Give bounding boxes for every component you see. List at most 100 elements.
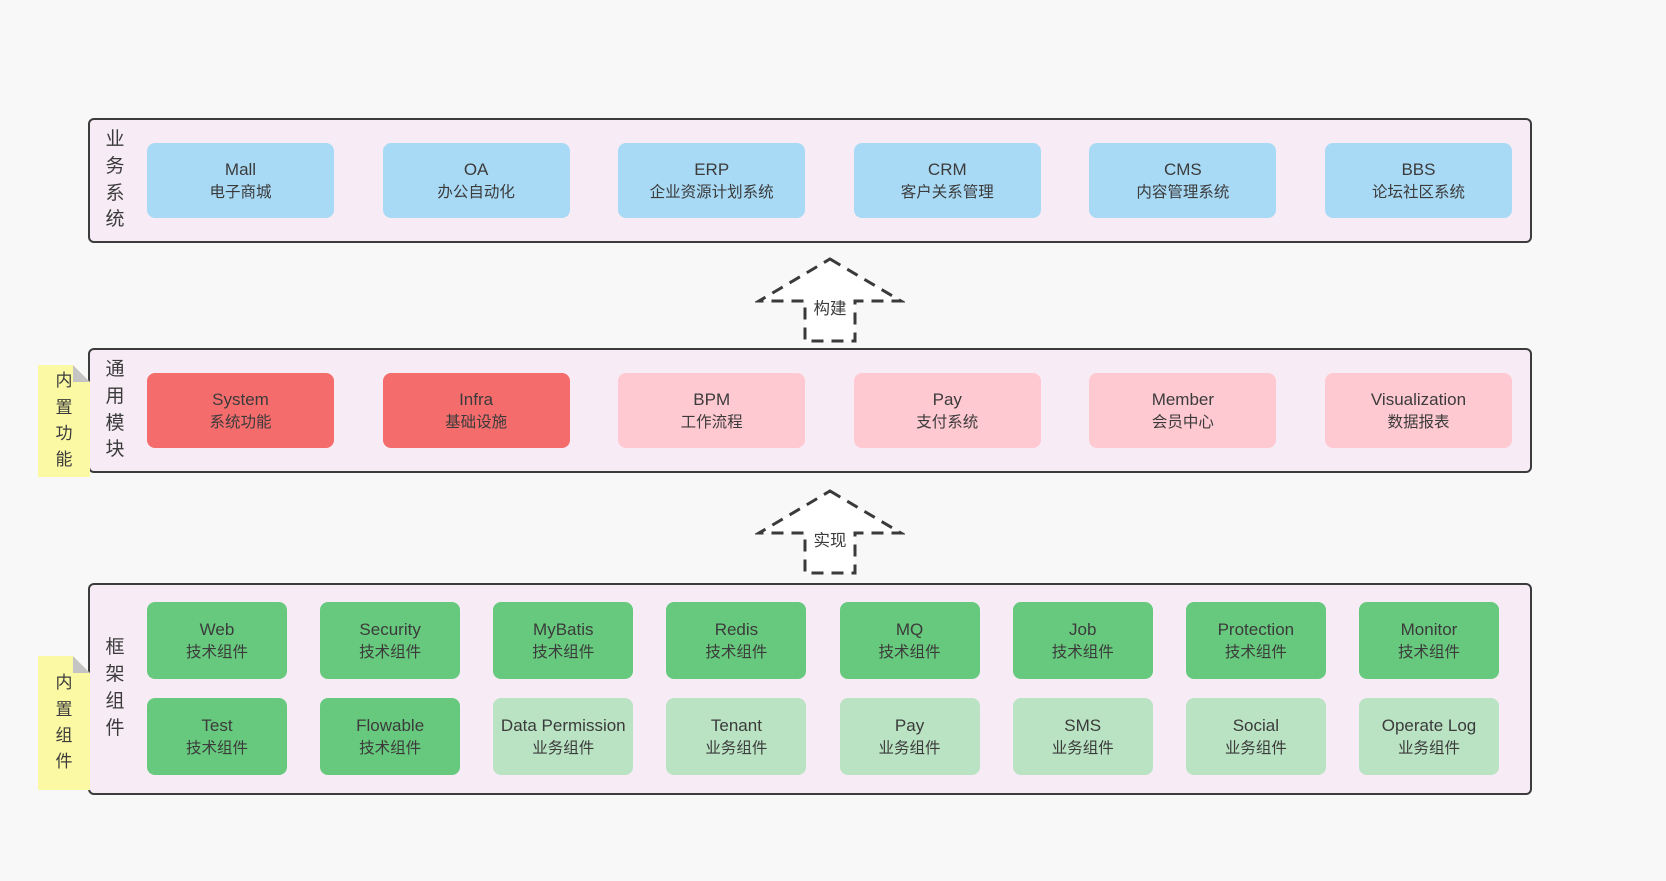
- layer-business-systems: 业务系统 Mall 电子商城 OA 办公自动化 ERP 企业资源计划系统 CRM 客户关系管理…: [88, 118, 1532, 243]
- box-subtitle: 技术组件: [185, 643, 248, 661]
- box-subtitle: 基础设施: [445, 413, 508, 431]
- box-infra: Infra 基础设施: [382, 373, 570, 448]
- box-subtitle: 技术组件: [1397, 643, 1460, 661]
- box-title: Job: [1068, 619, 1097, 639]
- box-subtitle: 技术组件: [705, 643, 768, 661]
- box-title: Mall: [224, 159, 257, 179]
- box-subtitle: 系统功能: [209, 413, 272, 431]
- build-arrow-label: 构建: [808, 294, 852, 320]
- box-title: OA: [463, 159, 489, 179]
- box-subtitle: 业务组件: [1224, 739, 1287, 757]
- box-subtitle: 技术组件: [1051, 643, 1114, 661]
- box-title: CRM: [927, 159, 967, 179]
- box-subtitle: 业务组件: [705, 739, 768, 757]
- box-subtitle: 工作流程: [680, 413, 743, 431]
- box-subtitle: 技术组件: [185, 739, 248, 757]
- box-redis: Redis 技术组件: [666, 602, 807, 679]
- layer-framework-side-label-text: 框架组件: [105, 637, 125, 739]
- box-title: Operate Log: [1381, 715, 1477, 735]
- box-title: Web: [199, 619, 235, 639]
- box-subtitle: 业务组件: [1051, 739, 1114, 757]
- box-operate-log: Operate Log 业务组件: [1358, 698, 1499, 775]
- implement-arrow-label: 实现: [808, 526, 852, 552]
- box-data-permission: Data Permission 业务组件: [493, 698, 634, 775]
- box-subtitle: 企业资源计划系统: [649, 183, 774, 201]
- box-subtitle: 支付系统: [916, 413, 979, 431]
- sticky-note-builtin-components: 内置组件: [38, 656, 90, 790]
- box-mall: Mall 电子商城: [147, 143, 334, 218]
- box-social: Social 业务组件: [1185, 698, 1326, 775]
- box-crm: CRM 客户关系管理: [853, 143, 1041, 218]
- box-title: Redis: [714, 619, 759, 639]
- box-subtitle: 业务组件: [878, 739, 941, 757]
- box-subtitle: 电子商城: [209, 183, 272, 201]
- box-system: System 系统功能: [147, 373, 334, 448]
- box-pay: Pay 业务组件: [839, 698, 980, 775]
- box-title: CMS: [1163, 159, 1202, 179]
- box-visualization: Visualization 数据报表: [1324, 373, 1512, 448]
- box-subtitle: 技术组件: [359, 739, 422, 757]
- business-boxes: Mall 电子商城 OA 办公自动化 ERP 企业资源计划系统 CRM 客户关系管理 CMS 内容…: [147, 120, 1512, 241]
- layer-modules-side-label: 通用模块: [100, 350, 130, 471]
- box-title: Member: [1151, 389, 1215, 409]
- box-title: MyBatis: [533, 619, 594, 639]
- layer-modules-side-label-text: 通用模块: [105, 358, 125, 461]
- box-title: Visualization: [1370, 389, 1467, 409]
- layer-framework-side-label: 框架组件: [100, 585, 130, 793]
- box-tenant: Tenant 业务组件: [666, 698, 807, 775]
- box-subtitle: 会员中心: [1151, 413, 1214, 431]
- box-title: BBS: [1401, 159, 1436, 179]
- box-subtitle: 内容管理系统: [1136, 183, 1230, 201]
- box-title: Monitor: [1400, 619, 1458, 639]
- box-title: ERP: [694, 159, 730, 179]
- box-subtitle: 客户关系管理: [900, 183, 994, 201]
- layer-business-side-label: 业务系统: [100, 120, 130, 241]
- box-subtitle: 业务组件: [1397, 739, 1460, 757]
- box-job: Job 技术组件: [1012, 602, 1153, 679]
- box-title: Data Permission: [500, 715, 626, 735]
- box-cms: CMS 内容管理系统: [1089, 143, 1277, 218]
- box-title: System: [212, 389, 269, 409]
- box-title: Protection: [1217, 619, 1295, 639]
- box-title: BPM: [693, 389, 731, 409]
- box-title: Pay: [932, 389, 962, 409]
- box-title: Social: [1232, 715, 1279, 735]
- box-subtitle: 技术组件: [359, 643, 422, 661]
- box-title: Flowable: [356, 715, 425, 735]
- box-pay: Pay 支付系统: [853, 373, 1041, 448]
- box-subtitle: 数据报表: [1387, 413, 1450, 431]
- box-flowable: Flowable 技术组件: [320, 698, 461, 775]
- box-subtitle: 业务组件: [532, 739, 595, 757]
- box-title: Test: [201, 715, 233, 735]
- box-security: Security 技术组件: [320, 602, 461, 679]
- box-title: Infra: [459, 389, 494, 409]
- sticky-note-builtin-features: 内置功能: [38, 365, 90, 477]
- sticky-note-builtin-features-text: 内置功能: [55, 371, 73, 470]
- layer-common-modules: 通用模块 System 系统功能 Infra 基础设施 BPM 工作流程 Pay 支付系统 Me…: [88, 348, 1532, 473]
- box-monitor: Monitor 技术组件: [1358, 602, 1499, 679]
- box-erp: ERP 企业资源计划系统: [618, 143, 806, 218]
- box-subtitle: 技术组件: [1224, 643, 1287, 661]
- build-arrow: 构建: [755, 256, 905, 344]
- box-title: Pay: [894, 715, 925, 735]
- implement-arrow: 实现: [755, 488, 905, 576]
- box-title: Security: [359, 619, 421, 639]
- box-member: Member 会员中心: [1089, 373, 1277, 448]
- box-title: Tenant: [710, 715, 762, 735]
- box-subtitle: 办公自动化: [437, 183, 515, 201]
- box-bpm: BPM 工作流程: [618, 373, 806, 448]
- box-oa: OA 办公自动化: [382, 143, 570, 218]
- module-boxes: System 系统功能 Infra 基础设施 BPM 工作流程 Pay 支付系统 Member 会…: [147, 350, 1512, 471]
- sticky-note-builtin-components-text: 内置组件: [55, 673, 73, 772]
- box-title: MQ: [895, 619, 924, 639]
- layer-business-side-label-text: 业务系统: [105, 128, 125, 231]
